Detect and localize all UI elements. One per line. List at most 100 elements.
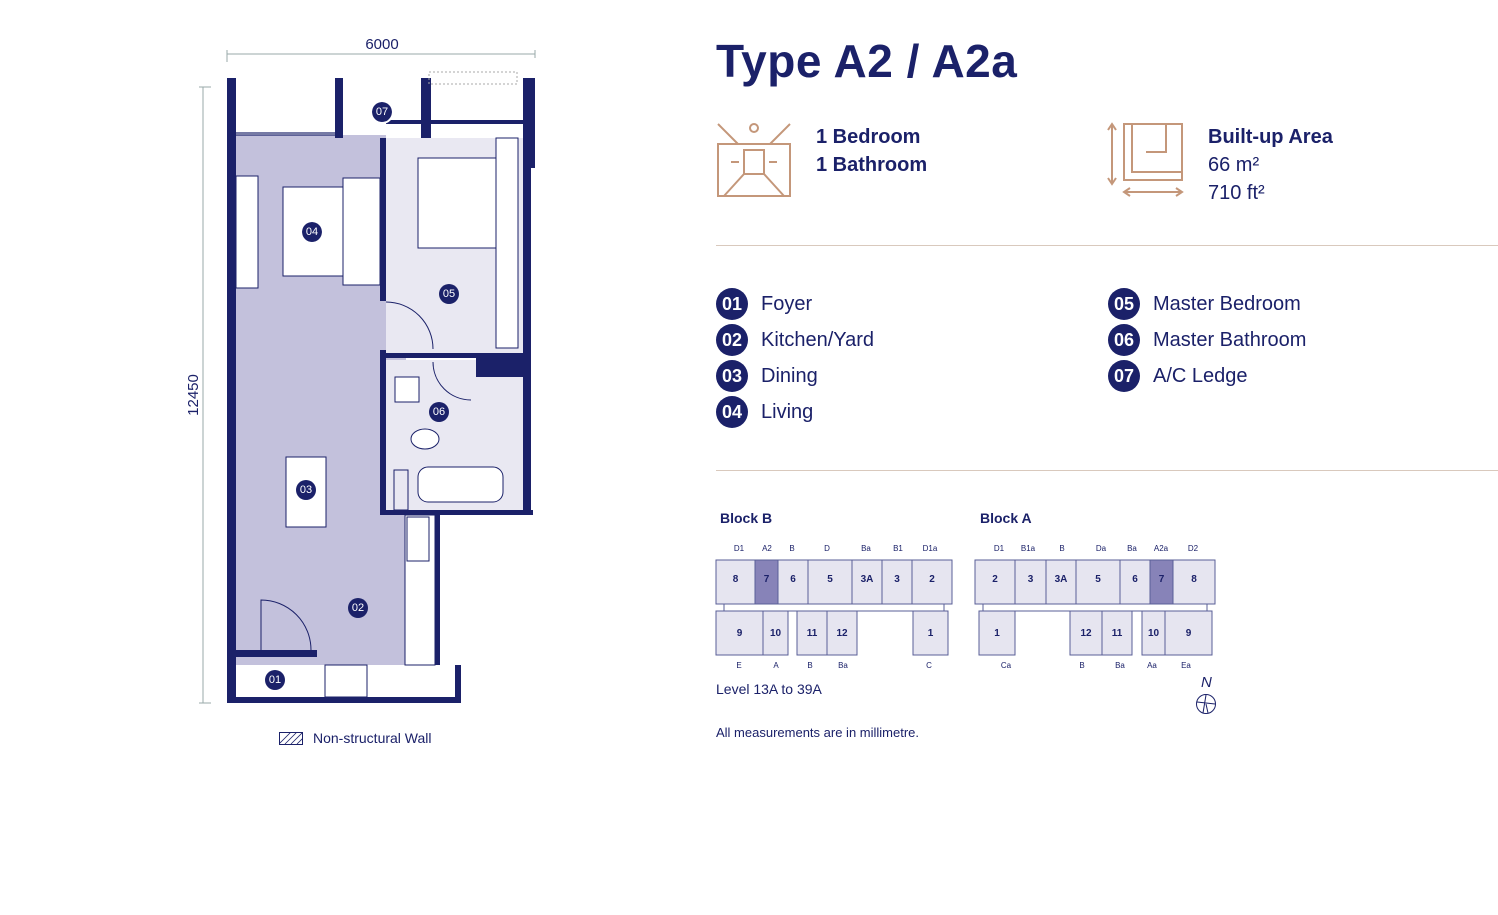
unit-label: 12 (836, 628, 848, 639)
unit-type-label: A2 (762, 544, 772, 553)
unit-3A (851, 559, 883, 605)
marker-05: 05 (439, 284, 459, 304)
height-dimension: 12450 (185, 374, 202, 416)
unit-1 (978, 610, 1016, 656)
unit-label: 6 (1132, 574, 1138, 585)
unit-type-label: Ba (1127, 544, 1137, 553)
unit-type-label: Ca (1001, 661, 1012, 670)
hatch-icon (279, 731, 303, 745)
unit-label: 11 (807, 628, 818, 639)
unit-label: 10 (770, 628, 782, 639)
unit-3 (881, 559, 913, 605)
unit-type-label: Da (1096, 544, 1107, 553)
corridor (982, 603, 1208, 612)
unit-label: 8 (733, 574, 739, 585)
marker-04: 04 (300, 220, 324, 244)
unit-label: 7 (1159, 574, 1165, 585)
unit-6 (777, 559, 809, 605)
unit-label: 5 (1095, 574, 1101, 585)
unit-9 (1164, 610, 1213, 656)
unit-label: 3 (894, 574, 900, 585)
unit-type-label: B (807, 661, 812, 670)
unit-type-label: Aa (1147, 661, 1157, 670)
key-plan: 8D17A26B5D3ABa3B12D1a9E10A11B12Ba1C2D13B… (715, 544, 1216, 670)
unit-type-label: B (1079, 661, 1084, 670)
unit-label: 7 (764, 574, 770, 585)
unit-label: 3A (1055, 574, 1068, 585)
unit-label: 1 (994, 628, 1000, 639)
block-b-title: Block B (720, 510, 773, 526)
room-counts: 1 Bedroom 1 Bathroom (816, 126, 928, 176)
unit-type-label: D1a (923, 544, 938, 553)
unit-label: 2 (992, 574, 998, 585)
unit-label: 2 (929, 574, 935, 585)
unit-label: 3A (861, 574, 874, 585)
unit-type-label: D2 (1188, 544, 1199, 553)
unit-1 (912, 610, 949, 656)
unit-type-label: B (1059, 544, 1064, 553)
unit-type-label: B1 (893, 544, 903, 553)
compass-icon (1196, 694, 1216, 714)
bedroom-icon (717, 123, 791, 197)
unit-label: 10 (1148, 628, 1160, 639)
unit-label: 6 (790, 574, 796, 585)
marker-07: 07 (370, 100, 394, 124)
unit-label: 3 (1028, 574, 1034, 585)
unit-type-label: Ea (1181, 661, 1191, 670)
marker-01: 01 (265, 670, 285, 690)
unit-type-label: Ba (861, 544, 871, 553)
floor-area-icon (1107, 122, 1184, 197)
unit-label: 8 (1191, 574, 1197, 585)
unit-11 (1101, 610, 1133, 656)
level-range: Level 13A to 39A (716, 681, 822, 697)
unit-label: 9 (737, 628, 743, 639)
measurement-note: All measurements are in millimetre. (716, 725, 920, 740)
corridor (723, 603, 945, 612)
unit-2 (911, 559, 953, 605)
marker-03: 03 (296, 480, 316, 500)
unit-type-label: Ba (1115, 661, 1125, 670)
unit-label: 11 (1112, 628, 1123, 639)
unit-5 (807, 559, 853, 605)
unit-2 (974, 559, 1016, 605)
unit-type-label: D1 (734, 544, 745, 553)
unit-label: 1 (928, 628, 934, 639)
marker-06: 06 (429, 402, 449, 422)
unit-type-label: Ba (838, 661, 848, 670)
unit-8 (1172, 559, 1216, 605)
non-structural-wall-legend: Non-structural Wall (279, 730, 432, 746)
built-up-area: Built-up Area 66 m² 710 ft² (1208, 126, 1333, 204)
unit-type-label: D1 (994, 544, 1005, 553)
unit-type-label: C (926, 661, 932, 670)
unit-type-label: D (824, 544, 830, 553)
marker-02: 02 (348, 598, 368, 618)
unit-label: 12 (1080, 628, 1092, 639)
block-a-title: Block A (980, 510, 1032, 526)
unit-label: 9 (1186, 628, 1192, 639)
unit-10 (762, 610, 789, 656)
divider (716, 470, 1498, 471)
divider (716, 245, 1498, 246)
unit-type-label: B (789, 544, 794, 553)
north-label: N (1201, 674, 1212, 691)
page-title: Type A2 / A2a (716, 35, 1018, 87)
unit-type-label: A (773, 661, 779, 670)
unit-label: 5 (827, 574, 833, 585)
unit-8 (715, 559, 756, 605)
unit-5 (1075, 559, 1121, 605)
floor-plan-drawing: 6000 12450 (185, 36, 536, 704)
unit-11 (796, 610, 828, 656)
unit-type-label: E (736, 661, 741, 670)
unit-type-label: B1a (1021, 544, 1036, 553)
width-dimension: 6000 (365, 36, 398, 53)
unit-12 (826, 610, 858, 656)
